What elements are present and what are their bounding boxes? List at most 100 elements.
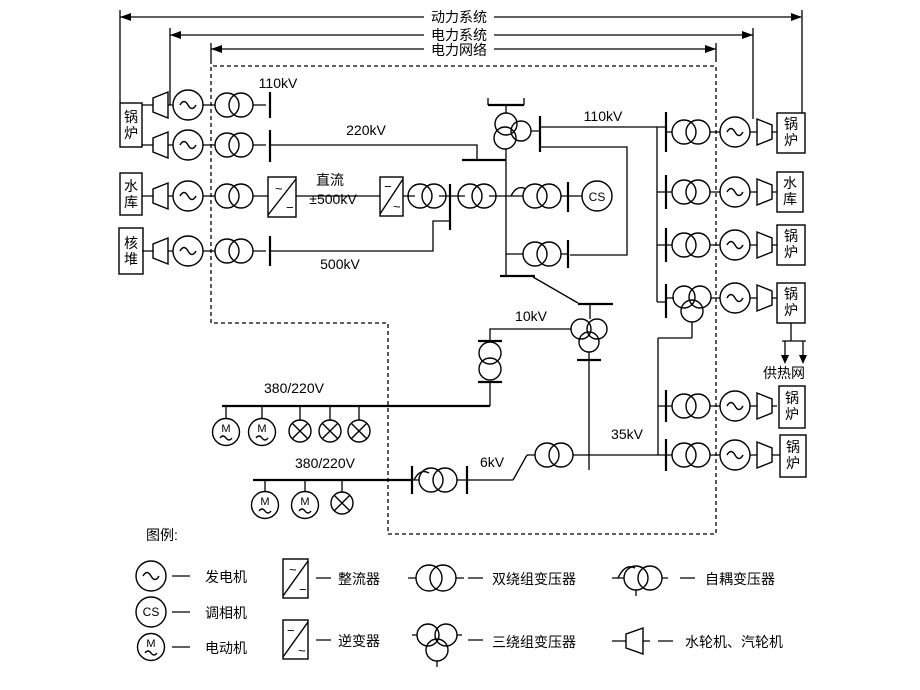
turbine-icon [625,627,644,655]
rectifier-diagonal [282,560,309,597]
auto-transformer-icon [637,565,663,591]
auto-transformer-icon [522,183,562,209]
transformer-icon [214,238,254,264]
electric-network-label: 电力网络 [431,42,487,58]
legend-inverter-label: 逆变器 [338,633,380,649]
rectifier-diagonal [267,178,297,216]
three-winding-transformer-icon [688,285,712,309]
electric-network-boundary [210,60,717,535]
transformer-icon [214,183,254,209]
synchronous-condenser-icon [581,180,613,212]
transformer-icon [671,119,711,145]
legend-rectifier-label: 整流器 [338,571,380,587]
motor-m-label: M [257,423,266,435]
transformer-icon [522,241,562,267]
turbine-icon [756,177,773,207]
right-source-units: 锅炉 水库 锅炉 锅炉 锅炉 锅炉 供热网 [656,112,807,478]
boiler-box-right-2 [776,224,806,266]
inverter-ac-mark: ~ [393,199,401,214]
heat-network-arrowheads [781,355,807,364]
legend-turbines-label: 水轮机、汽轮机 [685,634,783,650]
legend-condenser-label: 调相机 [205,605,247,621]
condenser-cs-label: CS [589,190,606,204]
boiler-box-right-1 [776,112,806,154]
auto-transformer-icon [623,565,649,591]
legend: 图例: 发电机 CS 调相机 M 电动机 ~ − 整流器 − ~ 逆变器 双绕组… [135,527,783,667]
low-voltage-distribution: M M M M [211,406,467,520]
boiler-box-right-4 [778,385,806,429]
generator-icon [719,282,751,314]
boiler-box-right-3-label: 锅炉 [784,286,798,318]
label-dc: 直流 [316,172,344,188]
transformer-icon [429,564,457,592]
reservoir-box-left-label: 水库 [124,178,138,210]
three-winding-transformer-icon [672,285,696,309]
rectifier-ac-mark: ~ [289,562,297,577]
label-35kv: 35kV [611,426,644,442]
right-feeder-wires [656,127,780,456]
power-system-label-bg [424,10,494,25]
auto-transformer-arc [413,470,430,481]
generator-icon [719,390,751,422]
transformer-icon [214,132,254,158]
turbine-icon [152,236,169,266]
three-winding-transformer-icon [586,318,608,340]
inverter-dc-mark: − [384,179,392,194]
electric-network-label-bg [424,42,494,57]
lamp-icon [318,419,342,443]
legend-auto-transformer-label: 自耦变压器 [705,571,775,587]
condenser-cs-label: CS [143,605,160,619]
rectifier-box [282,558,309,599]
inverter-dc-mark: − [287,623,295,638]
transformer-icon [671,179,711,205]
boiler-box-left [119,102,143,148]
three-winding-transformer-icon [493,126,517,150]
inverter-box [282,619,309,660]
motor-m-label: M [300,496,309,508]
power-system-label: 动力系统 [431,9,487,25]
generator-icon [719,116,751,148]
turbine-icon [756,283,773,313]
turbine-icon [756,117,773,147]
auto-transformer-arc [510,186,527,197]
generator-icon [172,89,204,121]
lamp-icon [347,419,371,443]
heat-network-wires [782,323,806,356]
lamp-icon [288,419,312,443]
line-220kv [270,144,478,160]
generator-icon [719,176,751,208]
motor-m-label: M [221,423,230,435]
three-winding-transformer-icon [578,331,600,353]
generator-icon [719,229,751,261]
boiler-box-right-4-label: 锅炉 [785,390,799,422]
label-lv-upper: 380/220V [264,380,325,396]
inverter-diagonal [379,178,404,215]
transformer-icon [534,442,574,468]
system-span-arrows: 动力系统 电力系统 电力网络 [119,9,803,119]
generator-icon [172,235,204,267]
turbine-icon [756,440,773,470]
turbine-icon [152,130,169,160]
legend-connector-dashes [172,575,695,667]
left-unit-wires [142,104,268,252]
legend-motor-label: 电动机 [205,640,247,656]
reactor-box-left-label: 核堆 [124,235,138,267]
transformer-icon [214,92,254,118]
label-6kv: 6kV [480,454,505,470]
generator-icon [172,180,204,212]
transmission-lines: ~ − − ~ CS [267,144,613,252]
boiler-box-left-label: 锅炉 [124,109,138,141]
three-winding-transformer-icon [680,299,704,323]
electric-system-label-bg [424,28,494,43]
auto-transformer-arc [617,566,636,579]
reservoir-box-right-label: 水库 [783,175,797,207]
legend-two-winding-label: 双绕组变压器 [492,571,576,587]
legend-title: 图例: [146,527,178,543]
label-110kv-right: 110kV [584,108,623,124]
generator-icon [135,560,167,592]
label-110kv-left: 110kV [259,75,298,91]
lv-wires [225,406,467,492]
rectifier-box [267,176,297,218]
inverter-ac-mark: ~ [298,643,306,658]
